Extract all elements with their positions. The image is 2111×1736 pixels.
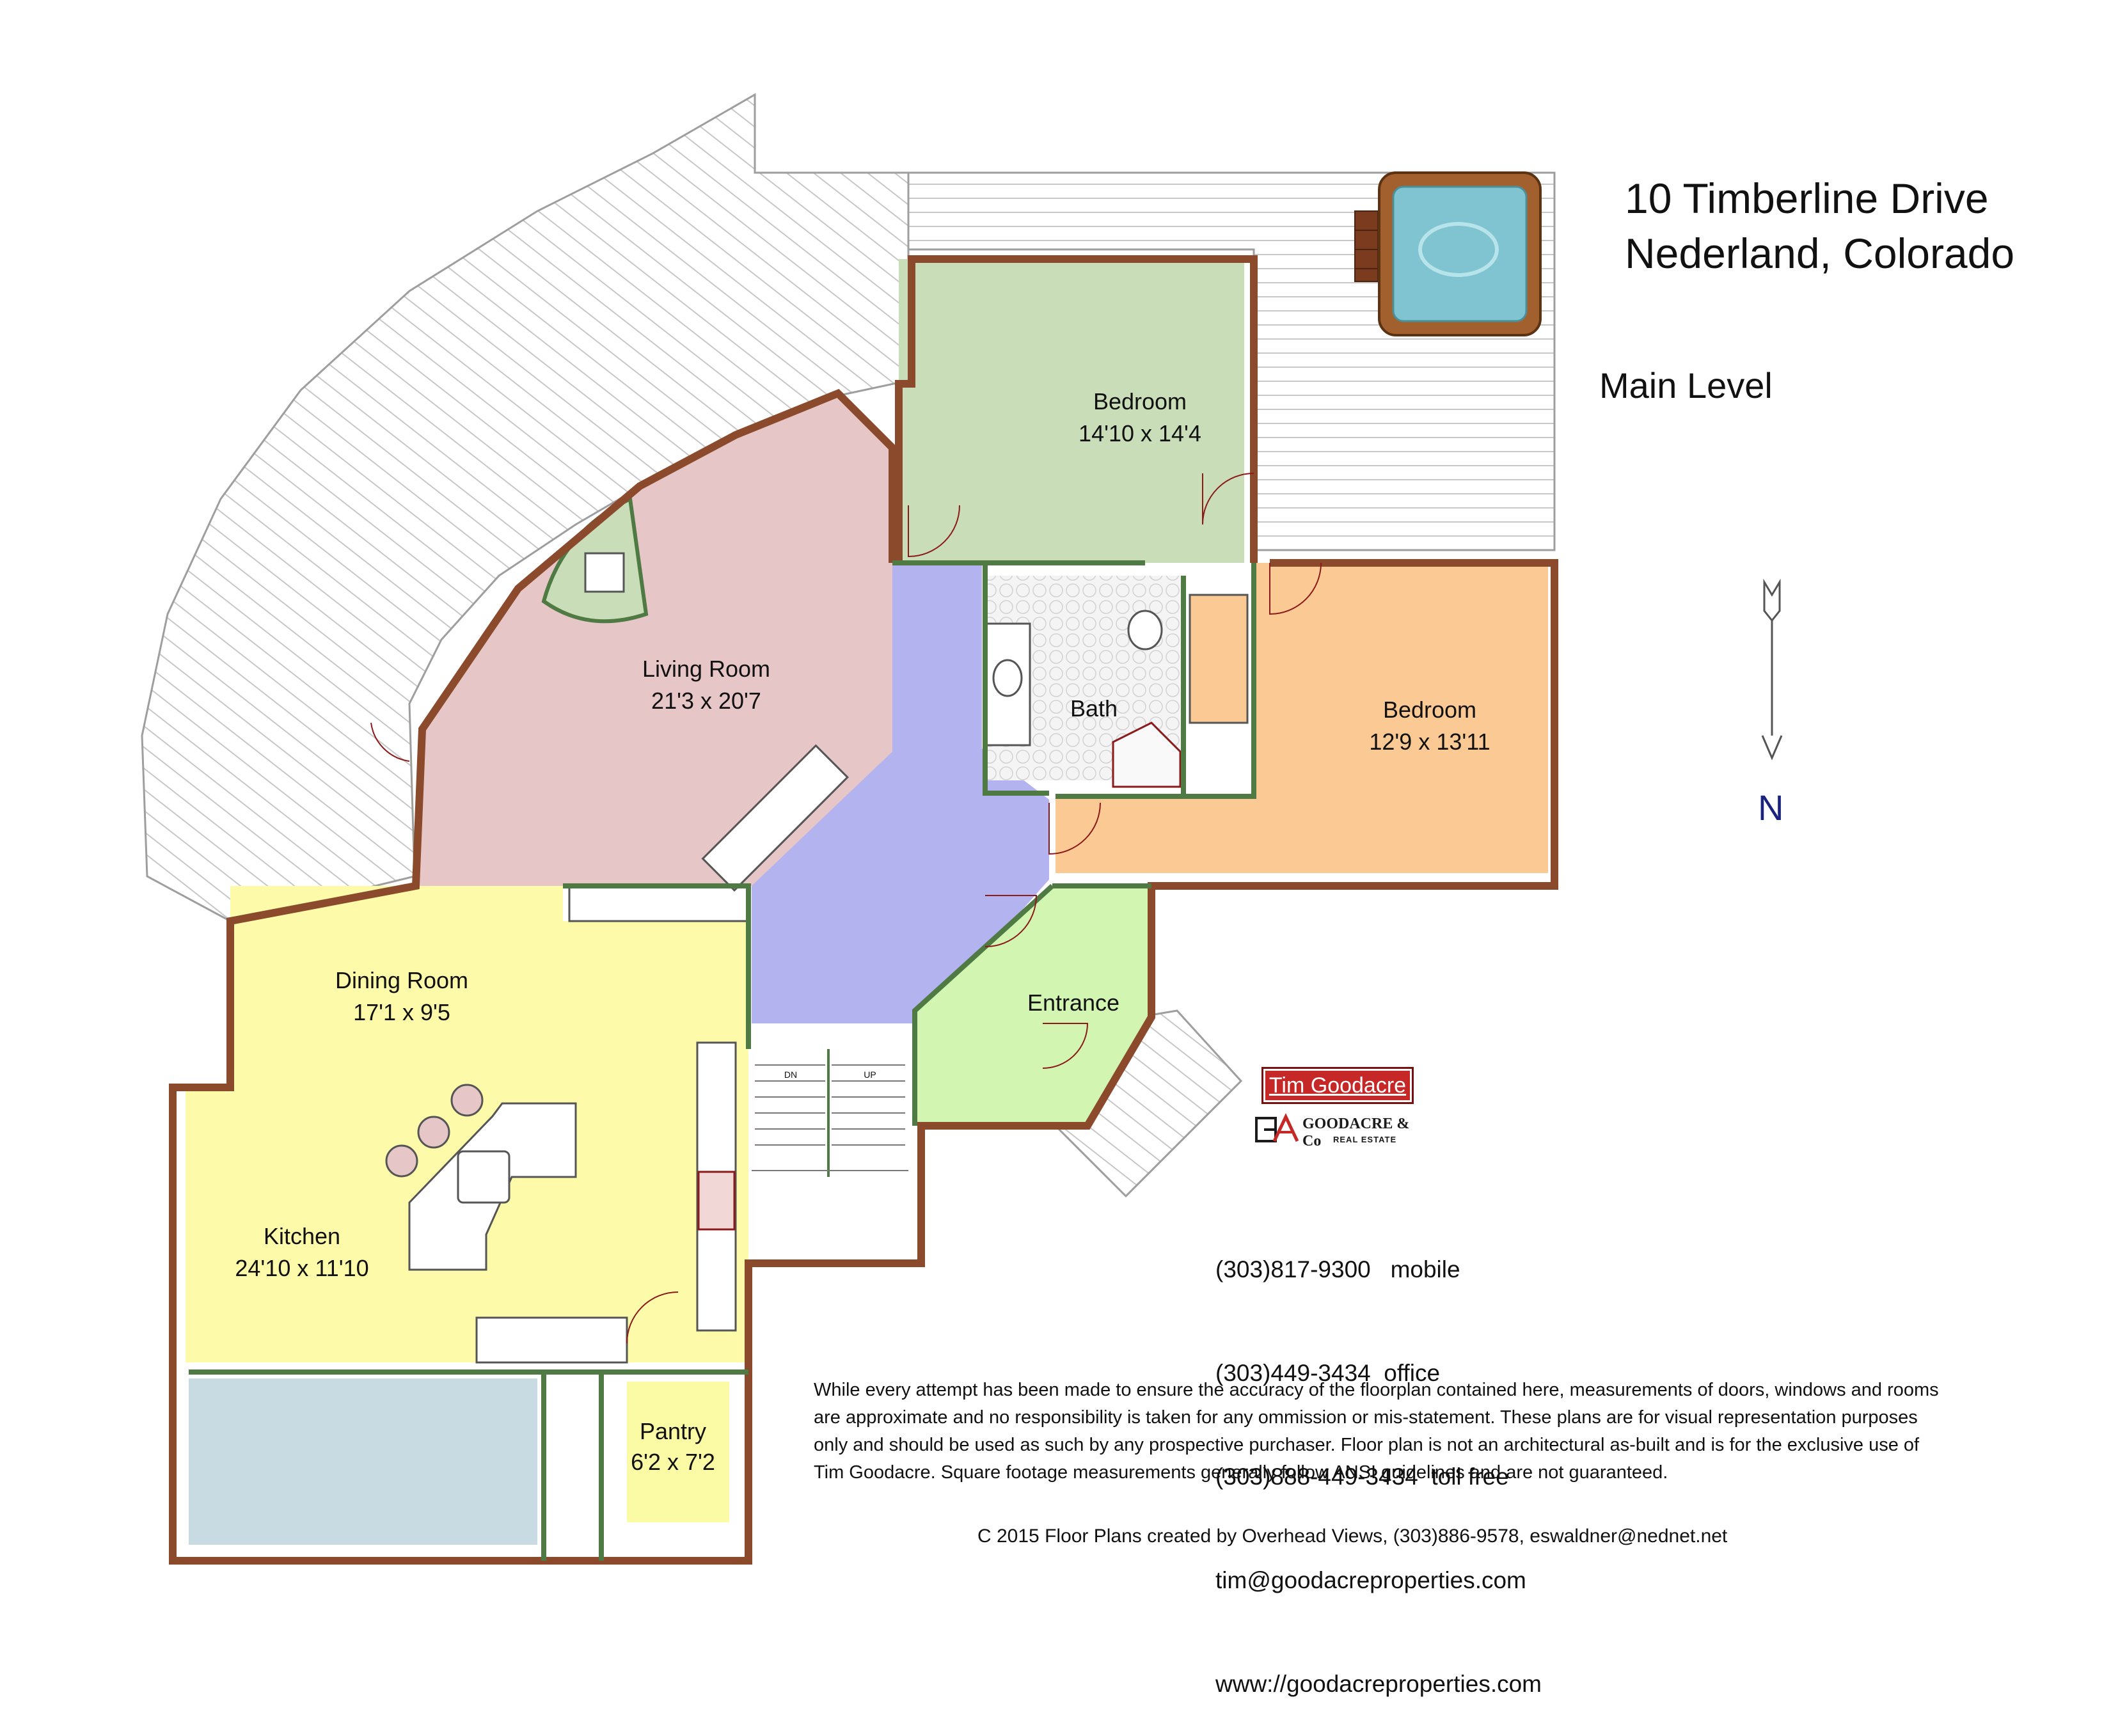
living-room-floor [416,393,892,886]
brokerage-name: GOODACRE & Co [1302,1116,1410,1149]
bedroom-east-size: 12'9 x 13'11 [1369,729,1490,755]
bedroom-east-name: Bedroom [1383,697,1476,723]
ga-logo-icon [1255,1113,1299,1142]
pantry-floor [627,1382,729,1522]
brokerage-subtitle: REAL ESTATE [1333,1135,1397,1144]
dining-window-seat [568,885,750,922]
entrance-name: Entrance [1027,990,1119,1016]
sunroom-floor [189,1378,537,1545]
phone-mobile[interactable]: (303)817-9300 mobile [1215,1256,1460,1282]
toilet [1127,610,1163,651]
credit-line: C 2015 Floor Plans created by Overhead V… [977,1526,1728,1547]
bedroom-north-size: 14'10 x 14'4 [1079,420,1201,446]
corner-shower [1112,722,1182,788]
agent-name-badge[interactable]: Tim Goodacre [1261,1067,1414,1104]
walls [169,255,1558,1565]
phone-office[interactable]: (303)449-3434 office [1215,1360,1441,1386]
north-arrow-icon [1761,578,1783,761]
kitchen-sink [457,1150,510,1204]
hall-bench [701,744,849,892]
exterior-wall [169,388,1558,1565]
bedroom-north-wall [895,255,1258,563]
pantry-size: 6'2 x 7'2 [631,1449,715,1475]
kitchen-name: Kitchen [264,1223,340,1249]
counter [475,1316,628,1364]
address-line-1: 10 Timberline Drive [1625,175,1989,222]
closet [1189,594,1249,724]
phone-tollfree[interactable]: (303)888-449-3434 toll free [1215,1464,1509,1490]
hallway-floor [752,563,1049,1023]
pantry-name: Pantry [640,1418,706,1444]
dining-kitchen-floor [186,886,748,1362]
kitchen-fixtures [385,744,849,1364]
interior-wall [189,560,1256,1561]
living-room-size: 21'3 x 20'7 [651,688,761,714]
bar-stool [385,1144,418,1178]
bar-stool [450,1084,484,1117]
entrance-floor [915,886,1151,1126]
brokerage-logo: GOODACRE & Co REAL ESTATE [1255,1112,1421,1150]
kitchen-size: 24'10 x 11'10 [235,1255,368,1281]
address-line-2: Nederland, Colorado [1625,230,2015,277]
dining-room-name: Dining Room [335,967,468,993]
door-swings [370,473,1322,1344]
bedroom-north-floor [899,259,1244,563]
dining-room-size: 17'1 x 9'5 [353,999,450,1025]
sink [992,659,1023,697]
hot-tub [1354,171,1542,336]
bath-name: Bath [1070,695,1118,722]
level-label: Main Level [1599,365,1773,406]
curved-deck [141,93,910,922]
living-room-name: Living Room [642,656,770,682]
stairs-up-label: UP [864,1069,876,1080]
rooms [186,259,1548,1545]
bedroom-north-name: Bedroom [1093,388,1187,414]
stairs-area [752,1049,908,1251]
bedroom-east-floor [1056,563,1548,873]
room-labels: Bedroom 14'10 x 14'4 Living Room 21'3 x … [235,388,1490,1475]
bar-stool [417,1116,450,1149]
website-link[interactable]: www://goodacreproperties.com [1215,1671,1542,1697]
email-link[interactable]: tim@goodacreproperties.com [1215,1567,1526,1593]
range [697,1171,736,1231]
disclaimer-text: While every attempt has been made to ens… [814,1380,1939,1483]
stairs [752,1049,908,1177]
bath-fixtures [984,594,1249,788]
floor-plan: Bedroom 14'10 x 14'4 Living Room 21'3 x … [141,93,1783,1565]
north-label: N [1758,787,1784,828]
stairs-down-label: DN [784,1069,797,1080]
